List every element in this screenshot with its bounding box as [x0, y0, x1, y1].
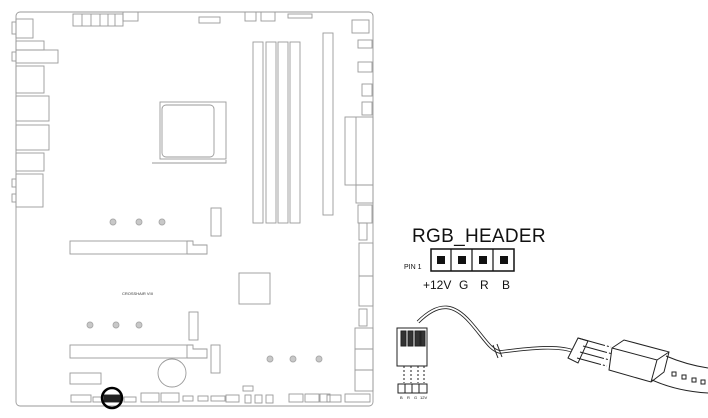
- pin-label-g: G: [459, 278, 469, 292]
- m2-slot: [210, 344, 221, 374]
- rgb-header-title: RGB_HEADER: [412, 226, 546, 247]
- m2-standoffs: [86, 218, 323, 363]
- chipset: [238, 272, 271, 305]
- cmos-battery: [157, 358, 187, 388]
- rgb-cable-illustration: [396, 305, 708, 394]
- connector-pin-label: 12V: [420, 395, 428, 400]
- strip-plug: [567, 337, 670, 383]
- m2-slot: [210, 207, 222, 237]
- right-edge-connectors: [344, 39, 374, 392]
- pin-label-12v: +12V: [423, 278, 452, 292]
- vertical-slot: [322, 32, 334, 216]
- board-component: [69, 372, 102, 385]
- pin-square: [500, 256, 508, 264]
- pcie-slots: [69, 240, 208, 359]
- power-connectors: [72, 11, 370, 34]
- rgb-header-pinout: [430, 248, 515, 272]
- rgb-header-highlight: [100, 386, 124, 410]
- pin-label-b: B: [502, 278, 511, 292]
- pin-square: [437, 256, 445, 264]
- cpu-socket: [152, 101, 227, 164]
- header-plug: [396, 327, 428, 394]
- svg-text:CROSSHAIR VIII: CROSSHAIR VIII: [122, 291, 153, 296]
- led-strip: [651, 355, 708, 394]
- board-outline: [15, 11, 374, 407]
- pin-label-r: R: [480, 278, 489, 292]
- pin1-label: PIN 1: [404, 264, 422, 271]
- motherboard: CROSSHAIR VIII: [11, 11, 374, 410]
- dimm-slots: [252, 41, 301, 224]
- pin-square: [458, 256, 466, 264]
- connector-pin-label: B: [400, 395, 403, 400]
- pin-square: [479, 256, 487, 264]
- connector-pin-label: R: [407, 395, 410, 400]
- m2-slot: [188, 311, 199, 341]
- rear-io-ports: [11, 18, 59, 208]
- connector-pin-label: G: [414, 395, 418, 400]
